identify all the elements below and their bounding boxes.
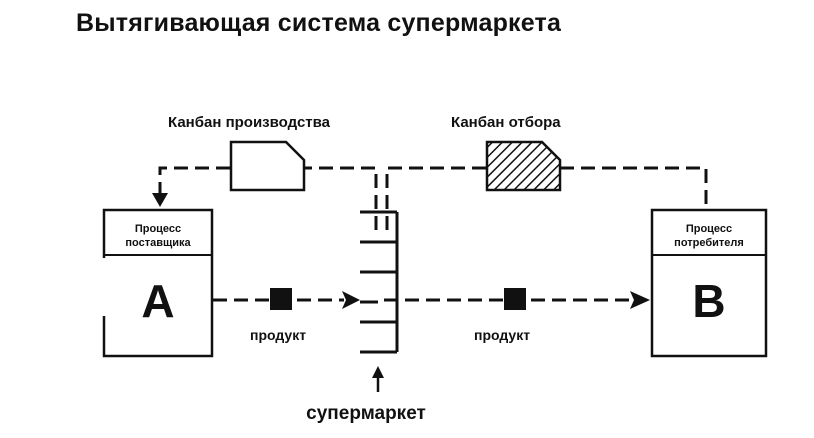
supplier-letter: A bbox=[141, 275, 174, 327]
consumer-header-line1: Процесс bbox=[686, 223, 732, 235]
arrow-up-icon bbox=[372, 366, 384, 378]
product-label-right: продукт bbox=[474, 327, 530, 343]
product-square bbox=[270, 288, 292, 310]
supplier-header-line2: поставщика bbox=[125, 237, 191, 249]
supermarket-label: супермаркет bbox=[306, 403, 426, 424]
withdrawal-kanban-loop bbox=[385, 166, 708, 230]
kanban-withdrawal-label: Канбан отбора bbox=[451, 114, 561, 131]
consumer-letter: B bbox=[692, 275, 725, 327]
consumer-process-box: Процесс потребителя B bbox=[650, 208, 768, 358]
supermarket-shelves bbox=[360, 210, 399, 354]
arrow-down-icon bbox=[152, 193, 168, 207]
supplier-process-box: Процесс поставщика A bbox=[96, 208, 214, 358]
arrow-right-icon bbox=[342, 291, 360, 309]
product-label-left: продукт bbox=[250, 327, 306, 343]
withdrawal-kanban-card bbox=[485, 140, 562, 192]
production-kanban-loop bbox=[152, 166, 378, 230]
product-flow-left bbox=[213, 288, 360, 310]
consumer-header-line2: потребителя bbox=[674, 237, 744, 249]
supermarket-pointer bbox=[372, 366, 384, 392]
diagram-title: Вытягивающая система супермаркета bbox=[76, 9, 562, 37]
arrow-right-icon bbox=[630, 291, 650, 309]
kanban-production-label: Канбан производства bbox=[168, 114, 331, 131]
product-square bbox=[504, 288, 526, 310]
production-kanban-card bbox=[229, 140, 306, 192]
supplier-header-line1: Процесс bbox=[135, 223, 181, 235]
product-flow-right bbox=[384, 288, 650, 310]
